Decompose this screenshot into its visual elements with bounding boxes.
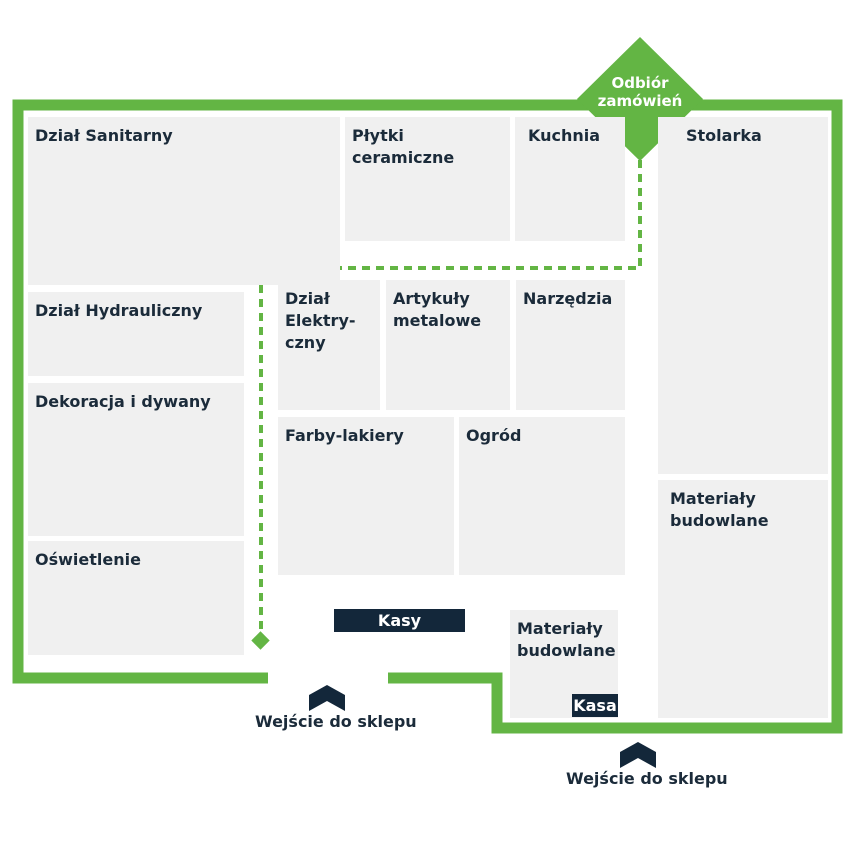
zone-hydrauliczny[interactable]: Dział Hydrauliczny xyxy=(28,292,244,376)
zone-label: Artykuły metalowe xyxy=(393,289,482,330)
zone-ogrod[interactable]: Ogród xyxy=(459,417,625,575)
zone-label: Materiały budowlane xyxy=(670,489,769,530)
checkout-kasy[interactable]: Kasy xyxy=(334,609,465,632)
zone-label: Oświetlenie xyxy=(35,550,141,569)
zone-materialy-main[interactable]: Materiały budowlane xyxy=(658,480,828,718)
checkout-label: Kasa xyxy=(573,696,617,715)
entrance-chevron-icon xyxy=(309,685,345,711)
zone-label: Stolarka xyxy=(686,126,762,145)
zone-label: Płytki ceramiczne xyxy=(352,126,455,167)
zone-label: Farby-lakiery xyxy=(285,426,404,445)
zone-farby[interactable]: Farby-lakiery xyxy=(278,417,454,575)
entrance-left-label[interactable]: Wejście do sklepu xyxy=(255,712,417,731)
zone-label: Dział Hydrauliczny xyxy=(35,301,203,320)
pickup-label: Odbiór zamówień xyxy=(597,74,683,110)
zone-stolarka[interactable]: Stolarka xyxy=(658,117,828,474)
entrance-chevron-icon xyxy=(620,742,656,768)
zone-label: Kuchnia xyxy=(528,126,601,145)
zone-oswietlenie[interactable]: Oświetlenie xyxy=(28,541,244,655)
checkout-label: Kasy xyxy=(377,611,422,630)
zone-label: Dział Elektry- czny xyxy=(285,289,356,352)
zone-label: Materiały budowlane xyxy=(517,619,616,660)
entrance-right-label[interactable]: Wejście do sklepu xyxy=(566,769,728,788)
zone-elektryczny[interactable]: Dział Elektry- czny xyxy=(278,280,380,410)
zone-label: Ogród xyxy=(466,426,522,445)
zone-label: Dekoracja i dywany xyxy=(35,392,211,411)
zone-label: Dział Sanitarny xyxy=(35,126,173,145)
zone-label: Narzędzia xyxy=(523,289,613,308)
checkout-kasa[interactable]: Kasa xyxy=(572,694,618,717)
path-end-diamond-icon xyxy=(251,631,270,650)
zone-narzedzia[interactable]: Narzędzia xyxy=(516,280,625,410)
outer-wall-left xyxy=(12,99,843,734)
zone-dekoracja[interactable]: Dekoracja i dywany xyxy=(28,383,244,536)
zone-plytki[interactable]: Płytki ceramiczne xyxy=(345,117,510,241)
zone-sanitarny[interactable]: Dział Sanitarny xyxy=(28,117,340,285)
zone-kuchnia[interactable]: Kuchnia xyxy=(515,117,625,241)
pickup-route xyxy=(259,160,642,640)
zone-metalowe[interactable]: Artykuły metalowe xyxy=(386,280,510,410)
